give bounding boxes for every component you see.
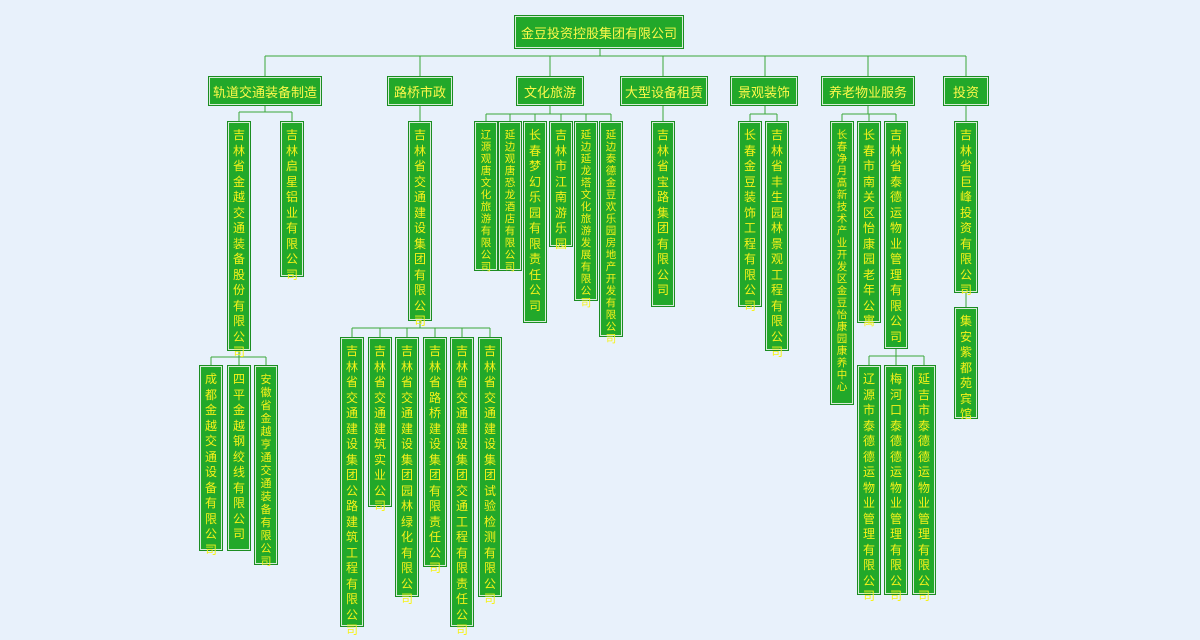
company-land-fengsheng: 吉林省丰生园林景观工程有限公司 — [766, 122, 788, 359]
company-equip-baolu: 吉林省宝路集团有限公司 — [652, 122, 674, 306]
company-rail-siping: 四平金越钢绞线有限公司 — [228, 366, 250, 550]
company-eld-yanji: 延吉市泰德德运物业管理有限公司 — [913, 366, 935, 603]
company-bridge-group: 吉林省交通建设集团有限公司 — [409, 122, 431, 328]
company-bridge-road: 吉林省交通建设集团公路建筑工程有限公司 — [341, 338, 363, 637]
company-tour-jiangnan: 吉林市江南游乐园 — [550, 122, 572, 251]
division-equipment: 大型设备租赁 — [621, 77, 707, 105]
company-tour-liaoyuan: 辽源观唐文化旅游有限公司 — [475, 122, 497, 273]
company-eld-center: 长春净月高新技术产业开发区金豆怡康园康养中心 — [831, 122, 853, 404]
company-tour-yanlong: 延边延龙塔文化旅游发展有限公司 — [575, 122, 597, 309]
company-eld-nanguan: 长春市南关区怡康园老年公寓 — [858, 122, 880, 328]
root-company: 金豆投资控股集团有限公司 — [515, 16, 683, 48]
company-bridge-traffic: 吉林省交通建设集团交通工程有限责任公司 — [451, 338, 473, 637]
company-tour-changchun: 长春梦幻乐园有限责任公司 — [524, 122, 546, 322]
company-bridge-test: 吉林省交通建设集团试验检测有限公司 — [479, 338, 501, 606]
company-eld-taide: 吉林省泰德运物业管理有限公司 — [885, 122, 907, 348]
company-rail-qixing: 吉林启星铝业有限公司 — [281, 122, 303, 282]
company-inv-hotel: 集安紫都苑宾馆 — [955, 308, 977, 421]
division-bridge: 路桥市政 — [388, 77, 452, 105]
company-eld-meihekou: 梅河口泰德德运物业管理有限公司 — [885, 366, 907, 603]
company-eld-liaoyuan: 辽源市泰德德运物业管理有限公司 — [858, 366, 880, 603]
division-elderly: 养老物业服务 — [822, 77, 914, 105]
company-rail-anhui: 安徽省金越亨通交通装备有限公司 — [255, 366, 277, 568]
company-rail-jinyue: 吉林省金越交通装备股份有限公司 — [228, 122, 250, 359]
division-invest: 投资 — [944, 77, 988, 105]
division-rail: 轨道交通装备制造 — [209, 77, 321, 105]
division-landscape: 景观装饰 — [731, 77, 797, 105]
division-tourism: 文化旅游 — [517, 77, 583, 105]
company-rail-chengdu: 成都金越交通设备有限公司 — [200, 366, 222, 557]
company-tour-yanbian-taide: 延边泰德金豆欢乐园房地产开发有限公司 — [600, 122, 622, 345]
company-land-jindou: 长春金豆装饰工程有限公司 — [739, 122, 761, 313]
company-bridge-luqiao: 吉林省路桥建设集团有限责任公司 — [424, 338, 446, 575]
company-bridge-build: 吉林省交通建筑实业公司 — [369, 338, 391, 513]
company-inv-jufeng: 吉林省巨峰投资有限公司 — [955, 122, 977, 297]
company-bridge-garden: 吉林省交通建设集团园林绿化有限公司 — [396, 338, 418, 606]
company-tour-yanbian-dragon: 延边观唐恐龙酒店有限公司 — [499, 122, 521, 273]
